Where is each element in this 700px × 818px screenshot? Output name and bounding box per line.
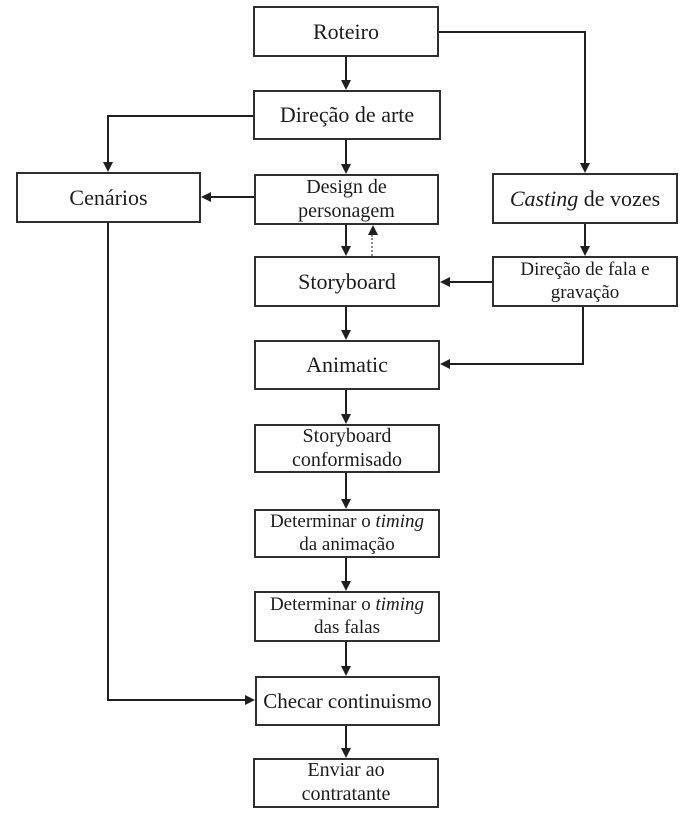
edge-roteiro-casting-arrowhead (580, 163, 590, 173)
edge-design-storyboard-line (345, 225, 347, 246)
edge-cenarios-checar-vline (107, 223, 109, 701)
node-storyboard-conformisado-line1: Storyboard (302, 424, 392, 447)
node-casting-de-vozes-label: Casting de vozes (510, 186, 660, 212)
edge-conformisado-timing-animacao-line (345, 473, 347, 499)
node-determinar-timing-animacao: Determinar o timing da animação (254, 509, 440, 558)
timing-animacao-pre: Determinar o (269, 511, 376, 533)
node-cenarios-label: Cenários (69, 184, 148, 210)
edge-direcao-fala-animatic-hline (450, 363, 584, 365)
edge-roteiro-casting-hline (439, 31, 586, 33)
edge-timing-falas-checar-line (345, 642, 347, 666)
node-enviar-contratante-line2: contratante (301, 783, 391, 805)
edge-animatic-conformisado-arrowhead (341, 414, 351, 424)
node-determinar-timing-falas: Determinar o timing das falas (254, 591, 440, 642)
edge-casting-direcao-fala-arrowhead (580, 246, 590, 256)
node-checar-continuismo-label: Checar continuismo (263, 688, 432, 713)
node-animatic: Animatic (254, 340, 440, 390)
timing-animacao-italic-word: timing (375, 511, 425, 533)
node-enviar-ao-contratante: Enviar ao contratante (253, 758, 439, 808)
node-cenarios: Cenários (16, 172, 201, 223)
node-design-de-personagem-line1: Design de (306, 175, 387, 198)
edge-direcao-fala-animatic-vline (582, 307, 584, 365)
node-direcao-de-arte-label: Direção de arte (279, 102, 415, 128)
edge-roteiro-direcao-arte-arrowhead (341, 80, 351, 90)
timing-falas-pre: Determinar o (269, 594, 376, 616)
edge-direcao-arte-cenarios-arrowhead (103, 162, 113, 172)
node-enviar-contratante-line1: Enviar ao (307, 759, 385, 782)
node-storyboard-conformisado-line2: conformisado (292, 448, 402, 471)
node-timing-animacao-line2: da animação (299, 533, 395, 555)
node-design-de-personagem: Design de personagem (254, 174, 439, 225)
edge-cenarios-checar-arrowhead (245, 695, 255, 705)
edge-checar-enviar-line (345, 726, 347, 748)
edge-cenarios-checar-hline (107, 699, 245, 701)
edge-direcao-arte-design-arrowhead (341, 164, 351, 174)
node-storyboard: Storyboard (254, 256, 440, 307)
edge-roteiro-casting-vline (584, 31, 586, 163)
node-animatic-label: Animatic (306, 352, 388, 378)
edge-storyboard-animatic-arrowhead (341, 330, 351, 340)
node-direcao-de-fala-line2: gravação (550, 281, 620, 303)
casting-italic-word: Casting (509, 185, 579, 211)
node-roteiro-label: Roteiro (313, 18, 379, 44)
edge-timing-animacao-timing-falas-arrowhead (341, 581, 351, 591)
edge-timing-animacao-timing-falas-line (345, 558, 347, 581)
node-direcao-de-fala-e-gravacao: Direção de fala e gravação (492, 256, 678, 307)
edge-design-cenarios-line (211, 196, 254, 198)
node-checar-continuismo: Checar continuismo (255, 676, 440, 726)
node-timing-falas-line2: das falas (314, 616, 380, 638)
edge-storyboard-design-arrowhead (368, 225, 378, 235)
node-storyboard-conformisado: Storyboard conformisado (254, 424, 440, 473)
edge-timing-falas-checar-arrowhead (341, 666, 351, 676)
timing-falas-italic-word: timing (375, 594, 425, 616)
node-casting-de-vozes: Casting de vozes (492, 173, 678, 224)
node-direcao-de-fala-line1: Direção de fala e (520, 259, 650, 281)
edge-animatic-conformisado-line (345, 390, 347, 414)
edge-direcao-arte-cenarios-hline (107, 115, 253, 117)
edge-direcao-fala-storyboard-arrowhead (440, 277, 450, 287)
edge-direcao-arte-cenarios-vline (107, 115, 109, 162)
edge-roteiro-direcao-arte-line (345, 57, 347, 80)
edge-storyboard-animatic-line (345, 307, 347, 330)
edge-direcao-arte-design-line (345, 140, 347, 164)
edge-conformisado-timing-animacao-arrowhead (341, 499, 351, 509)
node-timing-animacao-line1: Determinar o timing (270, 511, 424, 533)
node-design-de-personagem-line2: personagem (298, 199, 395, 222)
node-storyboard-label: Storyboard (298, 268, 396, 294)
node-roteiro: Roteiro (253, 6, 439, 57)
edge-storyboard-design-dotted-line (371, 235, 373, 256)
edge-direcao-fala-animatic-arrowhead (440, 359, 450, 369)
node-direcao-de-arte: Direção de arte (253, 90, 441, 140)
edge-checar-enviar-arrowhead (341, 748, 351, 758)
edge-direcao-fala-storyboard-line (450, 281, 492, 283)
node-timing-falas-line1: Determinar o timing (270, 594, 424, 616)
edge-design-cenarios-arrowhead (201, 192, 211, 202)
casting-rest-word: de vozes (578, 185, 661, 211)
edge-casting-direcao-fala-line (584, 224, 586, 246)
edge-design-storyboard-arrowhead (341, 246, 351, 256)
